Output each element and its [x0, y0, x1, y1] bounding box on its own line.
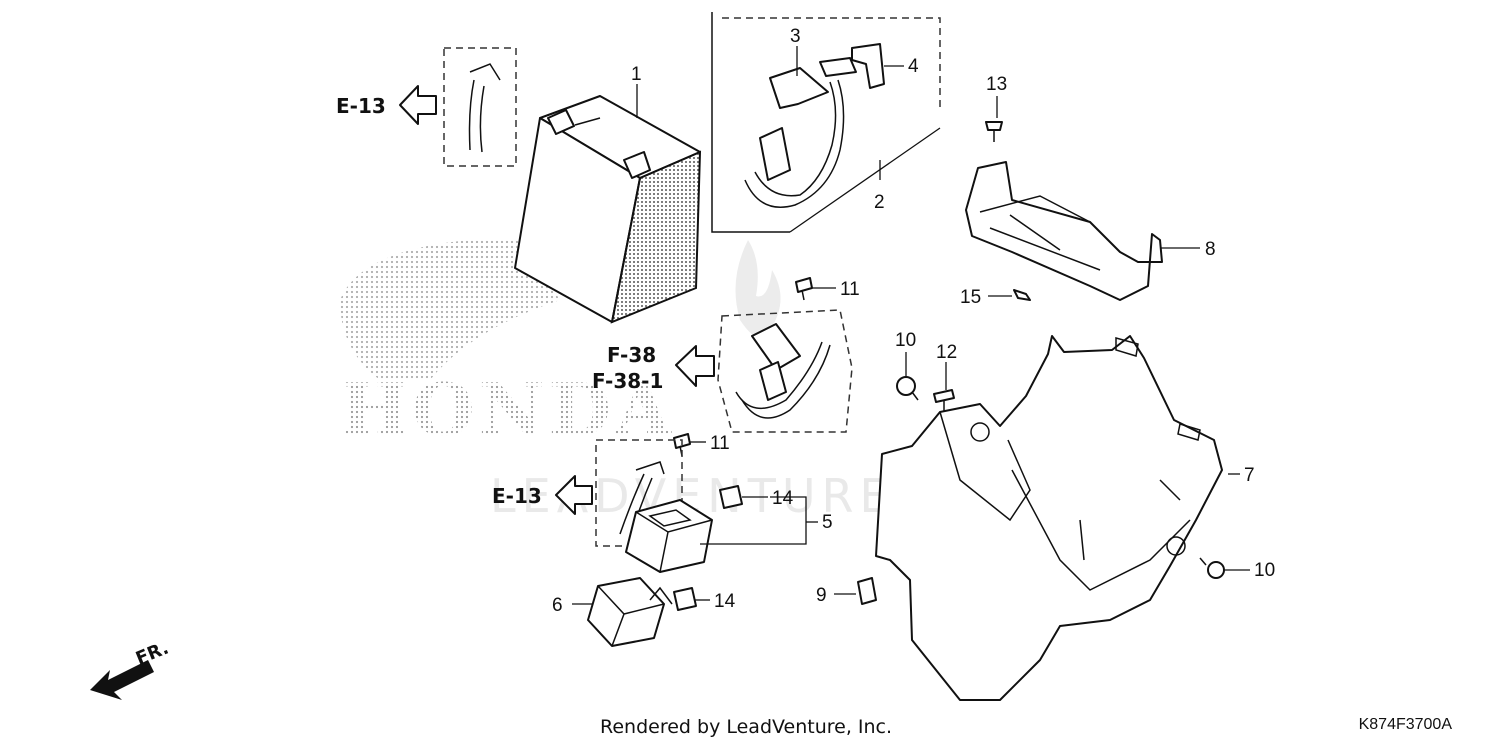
battery[interactable] [514, 95, 702, 324]
ref-e13-bottom[interactable]: E-13 [492, 484, 542, 508]
callout-2[interactable]: 2 [874, 192, 885, 213]
front-arrow-icon [90, 660, 154, 700]
callout-7[interactable]: 7 [1244, 465, 1255, 486]
front-label: FR. [133, 638, 172, 670]
honda-watermark-text: HONDA [340, 367, 675, 452]
fuse-14-upper[interactable] [719, 485, 743, 509]
callout-1[interactable]: 1 [631, 64, 642, 85]
callout-12[interactable]: 12 [936, 342, 957, 363]
credit-line: Rendered by LeadVenture, Inc. [600, 716, 893, 738]
fuse-box[interactable] [587, 577, 673, 647]
diagram-code: K874F3700A [1358, 716, 1452, 733]
callout-10-lower[interactable]: 10 [1254, 560, 1275, 581]
callout-3[interactable]: 3 [790, 26, 801, 47]
nut-clip-9[interactable] [857, 577, 877, 605]
callout-15[interactable]: 15 [960, 287, 981, 308]
callout-11-lower[interactable]: 11 [710, 433, 730, 454]
ref-arrow-e13-top[interactable]: E-13 [336, 85, 437, 125]
callout-5[interactable]: 5 [822, 512, 833, 533]
callout-8[interactable]: 8 [1205, 239, 1216, 260]
terminal-cover[interactable] [769, 67, 829, 109]
callout-14-lower[interactable]: 14 [714, 591, 736, 612]
bolt-11-upper[interactable] [795, 277, 813, 301]
callout-10-upper[interactable]: 10 [895, 330, 916, 351]
bolt-10-lower[interactable] [1199, 557, 1225, 579]
honda-watermark: HONDA [340, 240, 675, 452]
fuse-14-lower[interactable] [673, 587, 697, 611]
battery-tray[interactable] [965, 161, 1163, 301]
leader-lines [572, 46, 1250, 605]
ref-f38-1[interactable]: F-38-1 [592, 369, 663, 393]
ref-arrow-e13-bottom[interactable]: E-13 [492, 475, 593, 515]
ref-arrow-f38[interactable]: F-38 F-38-1 [592, 343, 715, 393]
bolt-10-upper[interactable] [896, 376, 919, 401]
clip-15[interactable] [1013, 289, 1031, 301]
positive-cable[interactable] [744, 57, 857, 208]
cable-detail-top [443, 47, 517, 167]
callout-11-upper[interactable]: 11 [840, 279, 860, 300]
battery-cover[interactable] [875, 335, 1223, 701]
callouts: 1 2 3 4 5 6 7 8 9 10 10 11 11 12 13 14 1… [552, 26, 1275, 616]
front-direction-marker: FR. [90, 638, 172, 700]
ref-f38[interactable]: F-38 [607, 343, 656, 367]
callout-13[interactable]: 13 [986, 74, 1007, 95]
harness-detail-f38 [717, 309, 853, 433]
callout-6[interactable]: 6 [552, 595, 563, 616]
starter-relay[interactable] [625, 499, 713, 573]
cable-assembly-box [711, 12, 941, 233]
bolt-13[interactable] [985, 121, 1003, 142]
terminal-cap[interactable] [851, 43, 885, 89]
callout-9[interactable]: 9 [816, 585, 827, 606]
ref-e13-top[interactable]: E-13 [336, 94, 386, 118]
callout-14-upper[interactable]: 14 [772, 488, 794, 509]
callout-4[interactable]: 4 [908, 56, 919, 77]
